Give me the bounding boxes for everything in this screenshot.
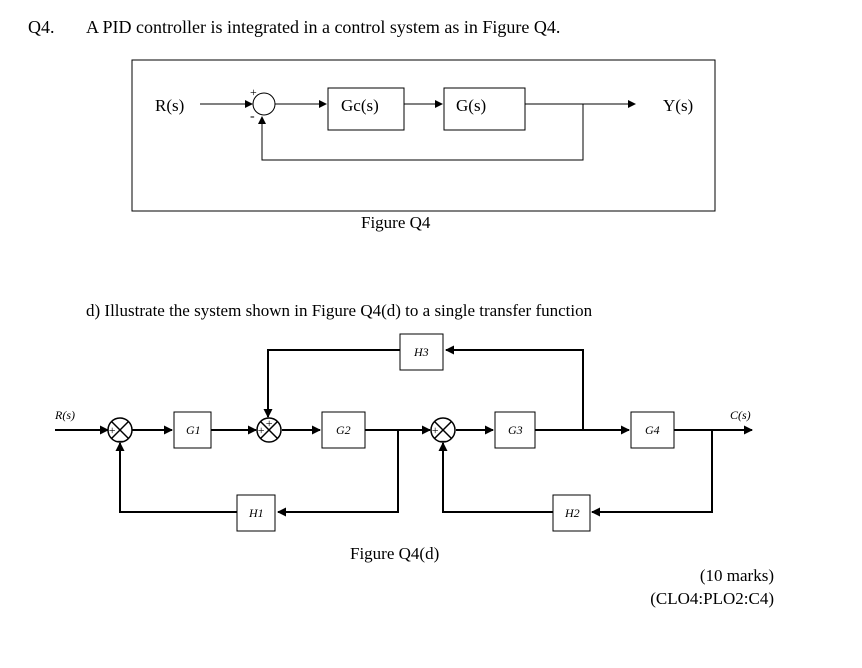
clo-text: (CLO4:PLO2:C4) — [650, 589, 774, 608]
g3-block — [494, 411, 536, 449]
h2-label: H2 — [564, 506, 580, 520]
h3-label: H3 — [413, 345, 429, 359]
summing-junction-3 — [430, 417, 456, 443]
g2-block — [321, 411, 366, 449]
s1-minus-sign: − — [116, 434, 124, 448]
g2-label: G2 — [336, 423, 351, 437]
controller-block — [327, 87, 405, 131]
plant-block — [443, 87, 526, 131]
h3-return-path — [263, 349, 400, 418]
question-text: A PID controller is integrated in a cont… — [86, 17, 561, 37]
g1-block — [173, 411, 212, 449]
h3-forward-path — [445, 345, 584, 430]
plant-label: G(s) — [456, 96, 486, 115]
controller-label: Gc(s) — [341, 96, 379, 115]
g4-label: G4 — [645, 423, 660, 437]
minus-sign: - — [250, 109, 255, 124]
output-label-y: Y(s) — [663, 96, 693, 115]
question-number: Q4. — [28, 17, 55, 37]
s1-plus-sign: + — [108, 423, 116, 437]
s3-minus-sign: − — [439, 434, 447, 448]
g1-label: G1 — [186, 423, 201, 437]
figure-q4-caption: Figure Q4 — [361, 213, 431, 232]
s3-plus-sign: + — [431, 423, 439, 437]
figure-q4d-caption: Figure Q4(d) — [350, 544, 440, 563]
summing-junction-1 — [107, 417, 133, 443]
summing-junction-2 — [256, 417, 282, 443]
h2-block — [552, 494, 591, 532]
g3-label: G3 — [508, 423, 523, 437]
s2-plus-sign-top: + — [265, 416, 273, 430]
h2-forward-path — [591, 430, 713, 517]
s2-plus-sign-left: + — [257, 423, 265, 437]
h1-forward-path — [277, 430, 399, 517]
h2-return-path — [438, 442, 553, 513]
output-label-c: C(s) — [730, 408, 751, 422]
part-d-text: d) Illustrate the system shown in Figure… — [86, 301, 593, 320]
feedback-path — [258, 104, 584, 161]
h3-block — [399, 333, 444, 371]
g4-block — [630, 411, 675, 449]
plus-sign: + — [250, 85, 257, 99]
h1-return-path — [115, 442, 237, 513]
input-label-r: R(s) — [155, 96, 184, 115]
input-label-r: R(s) — [54, 408, 75, 422]
h1-label: H1 — [248, 506, 264, 520]
figure-q4-frame — [131, 59, 716, 212]
h1-block — [236, 494, 276, 532]
marks-text: (10 marks) — [699, 566, 774, 585]
